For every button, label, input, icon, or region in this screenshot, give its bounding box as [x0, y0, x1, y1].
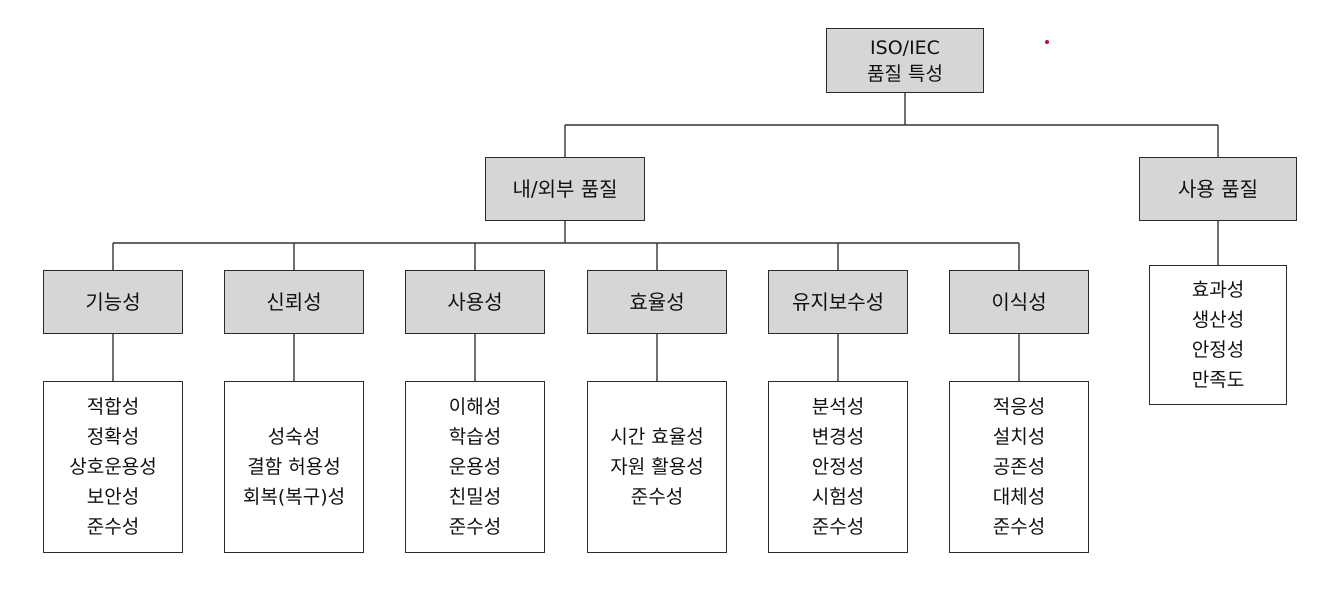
node-label: 사용 품질 [1178, 177, 1258, 201]
subcharacteristics-box-maintainability: 분석성 변경성 안정성 시험성 준수성 [768, 381, 908, 553]
subcharacteristic: 준수성 [86, 516, 140, 538]
red-dot-mark [1045, 40, 1049, 44]
node-label: 사용성 [447, 290, 503, 314]
subcharacteristic: 학습성 [448, 426, 502, 448]
subcharacteristic: 보안성 [86, 486, 140, 508]
root-line: ISO/IEC [870, 36, 940, 59]
subcharacteristic: 적응성 [992, 396, 1046, 418]
subcharacteristic: 준수성 [811, 516, 865, 538]
subcharacteristic: 준수성 [448, 516, 502, 538]
subcharacteristics-box-portability: 적응성 설치성 공존성 대체성 준수성 [949, 381, 1089, 553]
subcharacteristic: 상호운용성 [69, 456, 157, 478]
subcharacteristic: 적합성 [86, 396, 140, 418]
characteristic-node-usability: 사용성 [405, 270, 545, 334]
node-label: 내/외부 품질 [512, 177, 618, 201]
quality-in-use-item: 생산성 [1191, 309, 1245, 331]
characteristic-node-efficiency: 효율성 [587, 270, 727, 334]
node-label: 유지보수성 [792, 290, 884, 314]
subcharacteristic: 준수성 [630, 486, 684, 508]
subcharacteristic: 결함 허용성 [247, 456, 341, 478]
node-label: 효율성 [629, 290, 685, 314]
subcharacteristic: 운용성 [448, 456, 502, 478]
root-line: 품질 특성 [867, 62, 943, 85]
root-node: ISO/IEC 품질 특성 [826, 28, 984, 93]
node-label: 이식성 [991, 290, 1047, 314]
subcharacteristic: 회복(복구)성 [242, 486, 346, 508]
quality-in-use-items-box: 효과성 생산성 안정성 만족도 [1149, 265, 1287, 405]
subcharacteristic: 자원 활용성 [610, 456, 704, 478]
subcharacteristic: 친밀성 [448, 486, 502, 508]
subcharacteristic: 분석성 [811, 396, 865, 418]
subcharacteristic: 변경성 [811, 426, 865, 448]
characteristic-node-functionality: 기능성 [43, 270, 183, 334]
characteristic-node-portability: 이식성 [949, 270, 1089, 334]
quality-in-use-item: 만족도 [1191, 369, 1245, 391]
characteristic-node-reliability: 신뢰성 [224, 270, 364, 334]
subcharacteristic: 준수성 [992, 516, 1046, 538]
quality-in-use-node: 사용 품질 [1139, 157, 1297, 221]
subcharacteristics-box-functionality: 적합성 정확성 상호운용성 보안성 준수성 [43, 381, 183, 553]
subcharacteristic: 시간 효율성 [610, 426, 704, 448]
subcharacteristic: 성숙성 [267, 426, 321, 448]
subcharacteristic: 설치성 [992, 426, 1046, 448]
internal-external-quality-node: 내/외부 품질 [485, 157, 645, 221]
quality-in-use-item: 안정성 [1191, 339, 1245, 361]
subcharacteristic: 이해성 [448, 396, 502, 418]
subcharacteristics-box-usability: 이해성 학습성 운용성 친밀성 준수성 [405, 381, 545, 553]
subcharacteristics-box-reliability: 성숙성 결함 허용성 회복(복구)성 [224, 381, 364, 553]
subcharacteristics-box-efficiency: 시간 효율성 자원 활용성 준수성 [587, 381, 727, 553]
subcharacteristic: 정확성 [86, 426, 140, 448]
node-label: 신뢰성 [266, 290, 322, 314]
subcharacteristic: 안정성 [811, 456, 865, 478]
characteristic-node-maintainability: 유지보수성 [768, 270, 908, 334]
subcharacteristic: 공존성 [992, 456, 1046, 478]
node-label: 기능성 [85, 290, 141, 314]
subcharacteristic: 시험성 [811, 486, 865, 508]
quality-in-use-item: 효과성 [1191, 279, 1245, 301]
subcharacteristic: 대체성 [992, 486, 1046, 508]
